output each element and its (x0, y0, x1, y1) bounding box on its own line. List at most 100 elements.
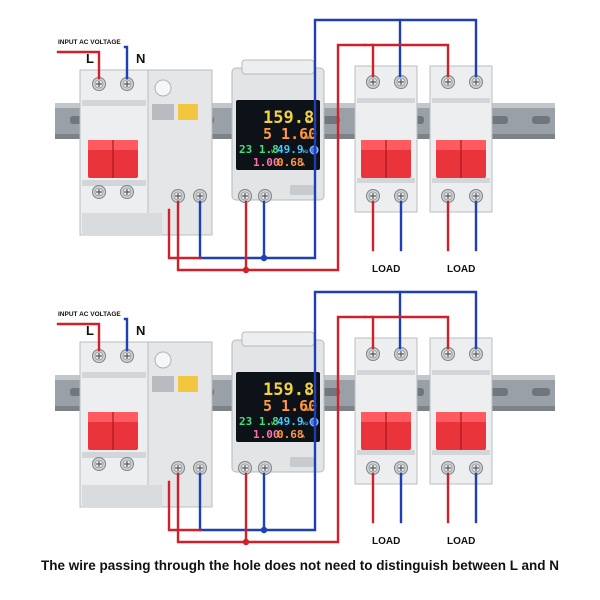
screw-terminal (469, 75, 483, 89)
screw-terminal (193, 461, 207, 475)
screw-terminal (366, 189, 380, 203)
main-breaker (79, 69, 213, 236)
screw-terminal (366, 461, 380, 475)
input-voltage-label: INPUT AC VOLTAGE (58, 39, 121, 46)
meter-hole (290, 457, 314, 467)
meter-energy-reading: 5 1.60 (263, 125, 317, 143)
load-breaker-body (354, 337, 418, 485)
screw-terminal (366, 75, 380, 89)
breaker-base (82, 213, 162, 235)
wire-junction (242, 266, 250, 274)
screw-terminal (120, 77, 134, 91)
live-bus-top (363, 315, 450, 350)
load-breaker-body (354, 65, 418, 213)
meter-voltage-reading: Hz (303, 421, 309, 427)
input-voltage-label: INPUT AC VOLTAGE (58, 311, 121, 318)
meter-voltage-reading: V (271, 149, 274, 155)
rcd-body (147, 69, 213, 236)
neutral-bus-top (262, 18, 478, 260)
screw-terminal (441, 347, 455, 361)
load-breaker-ridge (357, 178, 415, 183)
load-label: LOAD (372, 264, 400, 275)
din-rail-slot (322, 388, 340, 396)
meter-hole (290, 185, 314, 195)
screw-terminal (193, 189, 207, 203)
meter-pf-reading: 0.68 (277, 156, 304, 169)
meter-top-clip (241, 59, 315, 75)
screw-terminal (92, 349, 106, 363)
breaker-ridge (82, 452, 146, 458)
meter-power-reading: 159.8 (263, 108, 314, 128)
load-breaker (354, 65, 418, 213)
meter-power-reading: 159.8 (263, 380, 314, 400)
rcd-knob (154, 79, 172, 97)
breaker-ridge (82, 180, 146, 186)
live-input-wire (56, 322, 101, 352)
meter-pf-reading: A (302, 434, 305, 440)
load-breaker-ridge (432, 450, 490, 455)
screw-terminal (441, 461, 455, 475)
neutral-bus-top (262, 290, 478, 532)
load-breaker (429, 65, 493, 213)
screw-terminal (441, 189, 455, 203)
rcd-window (152, 376, 174, 392)
screw-terminal (92, 185, 106, 199)
screw-terminal (238, 461, 252, 475)
load-label: LOAD (447, 264, 475, 275)
main-breaker (79, 341, 213, 508)
meter-energy-reading: kWh (304, 135, 312, 141)
live-meter-wire (167, 480, 202, 532)
din-rail-slot (322, 116, 340, 124)
live-output-wire (176, 315, 367, 544)
meter-voltage-reading: 23 1.8 (239, 415, 279, 428)
meter-pf-reading: A (302, 162, 305, 168)
screw-terminal (92, 457, 106, 471)
din-rail-slot (490, 388, 508, 396)
screw-terminal (366, 347, 380, 361)
meter-pf-reading: 1.00 (253, 428, 280, 441)
meter-voltage-reading: 23 1.8 (239, 143, 279, 156)
meter-pf-reading: 1.00 (253, 156, 280, 169)
load-label: LOAD (447, 536, 475, 547)
screw-terminal (469, 347, 483, 361)
rcd-body (147, 341, 213, 508)
din-rail-slot (532, 388, 550, 396)
screw-terminal (394, 347, 408, 361)
load-breaker-ridge (357, 450, 415, 455)
screw-terminal (258, 189, 272, 203)
meter-power-reading: W (306, 119, 310, 125)
terminal-l-label: L (86, 51, 94, 66)
screw-terminal (171, 189, 185, 203)
rcd-knob (154, 351, 172, 369)
meter-voltage-reading: 49.9 (277, 143, 304, 156)
meter-energy-reading: kWh (304, 407, 312, 413)
load-breaker-ridge (432, 370, 490, 375)
screw-terminal (469, 189, 483, 203)
meter-pf-reading: 0.68 (277, 428, 304, 441)
screw-terminal (120, 185, 134, 199)
breaker-base (82, 485, 162, 507)
load-breaker-ridge (357, 370, 415, 375)
load-breaker (354, 337, 418, 485)
neutral-output-wire (198, 472, 266, 532)
meter-voltage-reading: V (271, 421, 274, 427)
screw-terminal (394, 189, 408, 203)
screw-terminal (120, 457, 134, 471)
caption: The wire passing through the hole does n… (40, 558, 560, 573)
meter-power-reading: W (306, 391, 310, 397)
load-breaker-ridge (432, 98, 490, 103)
din-rail-slot (490, 116, 508, 124)
terminal-n-label: N (136, 323, 145, 338)
terminal-l-label: L (86, 323, 94, 338)
live-meter-wire (167, 208, 202, 260)
screw-terminal (394, 461, 408, 475)
live-input-wire (56, 50, 101, 80)
rcd-window (152, 104, 174, 120)
screw-terminal (238, 189, 252, 203)
neutral-input-wire (123, 317, 129, 352)
